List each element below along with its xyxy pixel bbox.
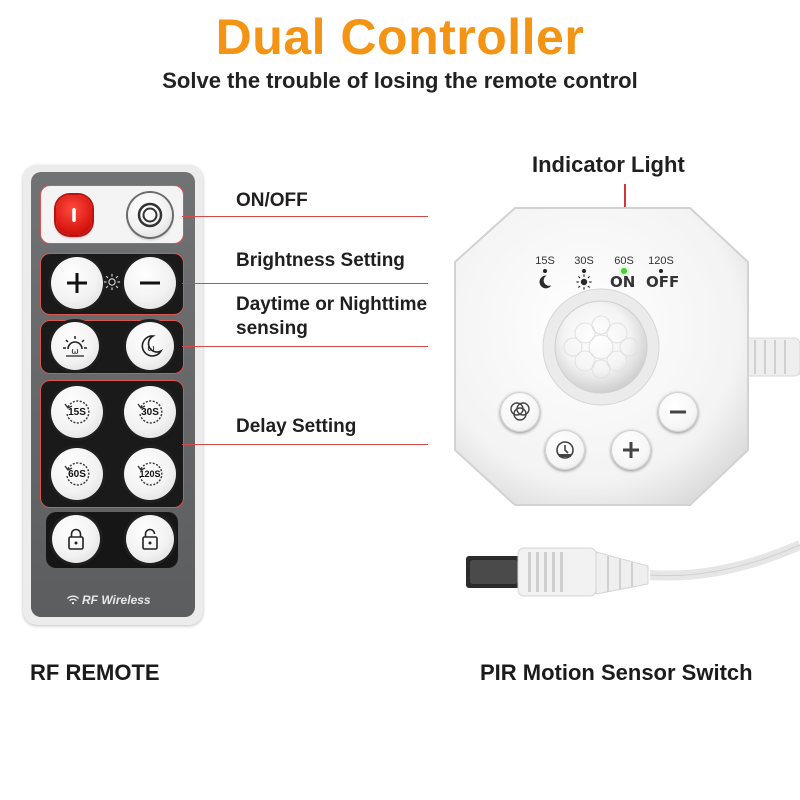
brightness-up-button[interactable] <box>51 257 103 309</box>
timer-clock-icon <box>556 441 574 459</box>
page-subtitle: Solve the trouble of losing the remote c… <box>162 68 638 93</box>
sensor-plus-button[interactable] <box>611 430 651 470</box>
clock-arrow-icon <box>64 462 90 486</box>
label-on-off: ON/OFF <box>236 190 308 211</box>
brightness-sun-icon <box>103 273 121 291</box>
svg-text:ω: ω <box>147 344 155 354</box>
label-brightness: Brightness Setting <box>236 250 405 271</box>
unlock-button[interactable] <box>126 515 174 563</box>
timer-dot-15s <box>543 269 547 273</box>
indicator-light-label: Indicator Light <box>532 152 685 177</box>
sensor-minus-button[interactable] <box>658 392 698 432</box>
remote-caption: RF REMOTE <box>30 660 160 685</box>
mode-ring-button[interactable] <box>128 193 172 237</box>
guide-line-brightness <box>182 283 428 284</box>
moon-sensor-icon: ω <box>141 335 164 357</box>
sensor-timer-15s: 15S <box>535 255 555 267</box>
indicator-led <box>621 268 627 274</box>
ring-icon <box>137 202 163 228</box>
wifi-icon <box>66 595 80 605</box>
label-delay: Delay Setting <box>236 416 357 437</box>
brightness-down-button[interactable] <box>124 257 176 309</box>
delay-30s-label: 30S <box>141 406 159 418</box>
delay-60s-label: 60S <box>68 468 86 480</box>
guide-line-delay <box>182 444 428 445</box>
sensor-caption: PIR Motion Sensor Switch <box>480 660 753 685</box>
minus-icon <box>670 410 686 414</box>
power-button[interactable] <box>56 195 92 235</box>
sun-sensor-icon: ω <box>63 336 87 357</box>
rgb-circles-icon <box>510 402 530 421</box>
sensor-timer-button[interactable] <box>545 430 585 470</box>
guide-line-sensing <box>182 346 428 347</box>
clock-arrow-icon <box>64 400 90 424</box>
delay-15s-label: 15S <box>68 406 86 418</box>
label-sensing-line1: Daytime or Nighttime <box>236 294 428 315</box>
lock-open-icon <box>142 528 158 550</box>
delay-15s-button[interactable]: 15S <box>51 386 103 438</box>
delay-120s-button[interactable]: 120S <box>124 448 176 500</box>
sensor-color-mode-button[interactable] <box>500 392 540 432</box>
lock-closed-icon <box>68 528 84 550</box>
page-title: Dual Controller <box>215 9 585 65</box>
clock-arrow-icon <box>137 462 163 486</box>
minus-icon <box>140 281 160 285</box>
svg-text:ω: ω <box>71 347 79 357</box>
plus-icon <box>67 273 87 293</box>
sensor-state-off: OFF <box>646 273 680 291</box>
sensor-timer-60s: 60S <box>614 255 634 267</box>
label-sensing-line2: sensing <box>236 318 308 339</box>
clock-arrow-icon <box>137 400 163 424</box>
delay-30s-button[interactable]: 30S <box>124 386 176 438</box>
timer-dot-30s <box>582 269 586 273</box>
sensor-timer-120s: 120S <box>648 255 674 267</box>
plus-icon <box>623 442 639 458</box>
power-bar-icon <box>72 207 76 223</box>
guide-line-on-off <box>182 216 428 217</box>
sensor-state-on: ON <box>610 273 636 291</box>
delay-60s-button[interactable]: 60S <box>51 448 103 500</box>
lock-button[interactable] <box>52 515 100 563</box>
remote-brand-label: RF Wireless <box>82 593 151 607</box>
sun-icon <box>576 274 592 290</box>
daytime-sensing-button[interactable]: ω <box>51 322 99 370</box>
sensor-timer-30s: 30S <box>574 255 594 267</box>
delay-120s-label: 120S <box>139 469 161 479</box>
nighttime-sensing-button[interactable]: ω <box>126 322 174 370</box>
moon-icon <box>539 275 552 289</box>
timer-dot-120s <box>659 269 663 273</box>
